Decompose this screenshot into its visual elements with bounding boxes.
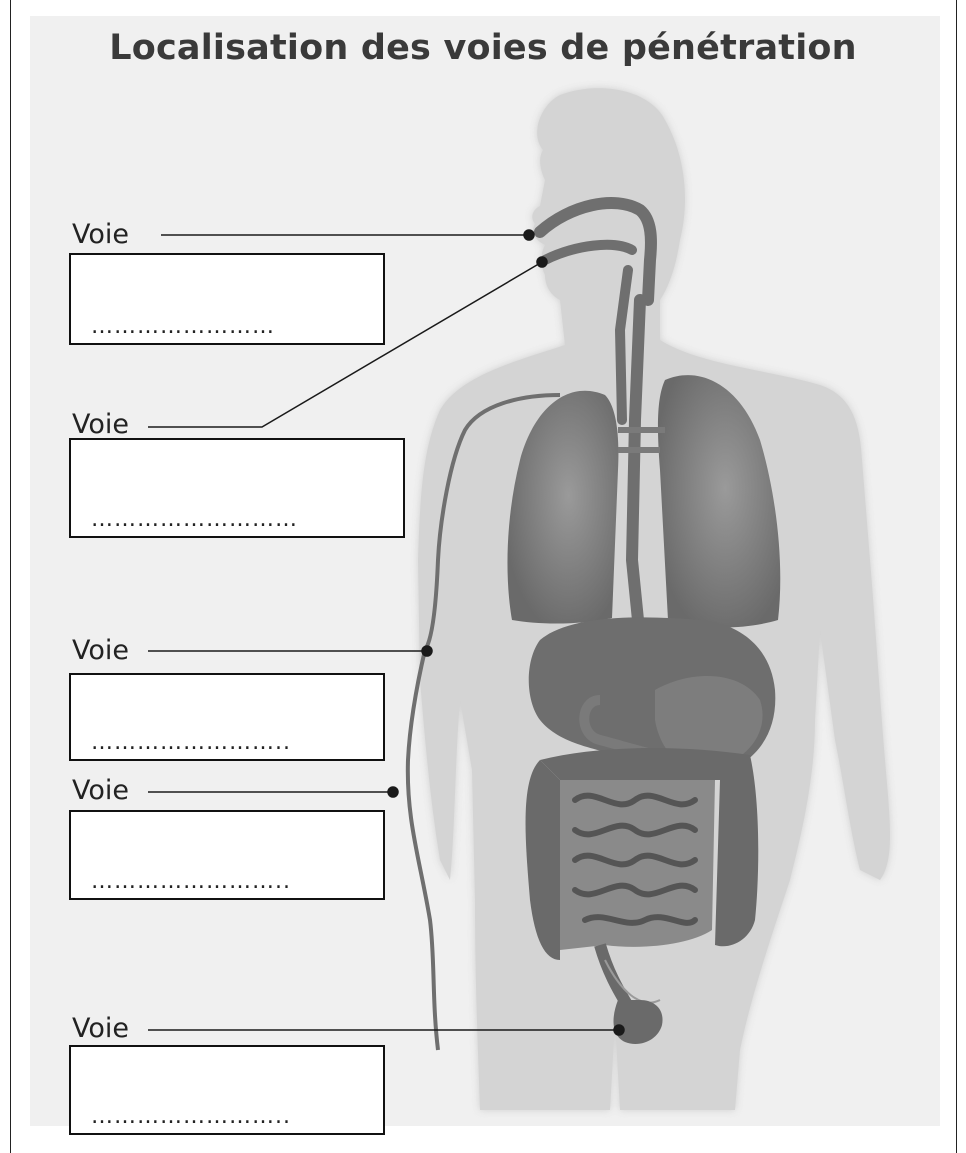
label-voie-4: Voie: [72, 776, 129, 806]
answer-box-1[interactable]: ……………………: [69, 253, 385, 345]
label-voie-2: Voie: [72, 410, 129, 440]
answer-dots-5: ……………………..: [91, 1104, 291, 1129]
label-voie-3: Voie: [72, 636, 129, 666]
answer-dots-3: ……………………..: [91, 730, 291, 755]
answer-dots-2: ………………………: [91, 507, 298, 532]
label-voie-1: Voie: [72, 220, 129, 250]
answer-dots-1: ……………………: [91, 314, 275, 339]
answer-dots-4: ……………………..: [91, 869, 291, 894]
label-voie-5: Voie: [72, 1014, 129, 1044]
answer-box-4[interactable]: ……………………..: [69, 810, 385, 900]
answer-box-5[interactable]: ……………………..: [69, 1045, 385, 1135]
answer-box-2[interactable]: ………………………: [69, 438, 405, 538]
page-title: Localisation des voies de pénétration: [0, 28, 966, 68]
answer-box-3[interactable]: ……………………..: [69, 673, 385, 761]
